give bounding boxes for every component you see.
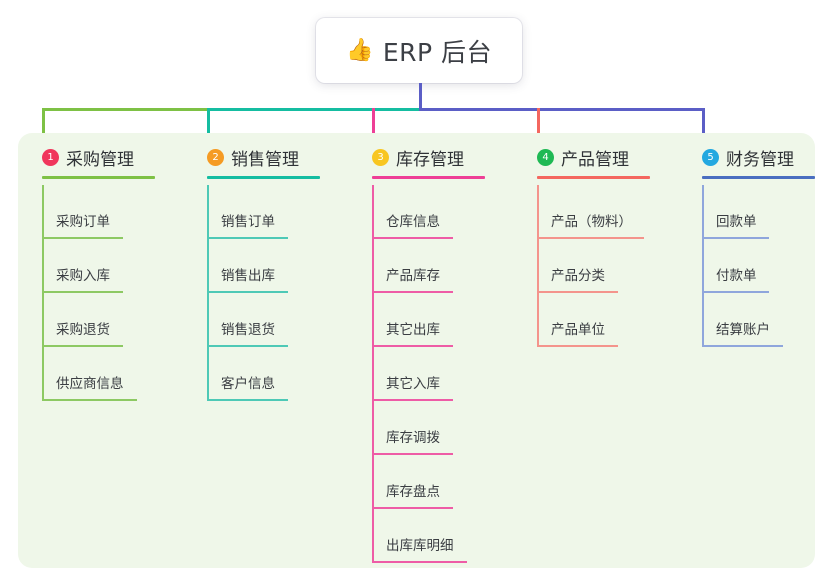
list-item-label: 其它出库 bbox=[386, 322, 440, 338]
root-title-group: 👍 ERP 后台 bbox=[346, 33, 492, 69]
branch-title: 采购管理 bbox=[66, 149, 134, 170]
list-item-label: 采购退货 bbox=[56, 322, 110, 338]
branch-column-产品管理: 4 产品管理产品（物料） 产品分类产品单位 bbox=[537, 145, 650, 347]
root-node-card[interactable]: 👍 ERP 后台 bbox=[316, 18, 522, 83]
branch-number-badge: 3 bbox=[372, 148, 389, 166]
branch-column-财务管理: 5 财务管理回款单付款单结算账户 bbox=[702, 145, 815, 347]
branch-spine bbox=[207, 185, 209, 401]
list-item-rule bbox=[702, 345, 783, 347]
list-item-label: 结算账户 bbox=[716, 322, 770, 338]
branch-header-2[interactable]: 2 销售管理 bbox=[207, 145, 299, 170]
list-item-label: 回款单 bbox=[716, 214, 757, 230]
branch-header-rule bbox=[42, 176, 155, 179]
branch-header-rule bbox=[207, 176, 320, 179]
branch-number-badge: 2 bbox=[207, 148, 224, 166]
list-item-label: 客户信息 bbox=[221, 376, 275, 392]
bus-segment-green bbox=[42, 108, 210, 111]
list-item-rule bbox=[42, 345, 123, 347]
list-item-label: 产品分类 bbox=[551, 268, 605, 284]
list-item-label: 销售退货 bbox=[221, 322, 275, 338]
list-item-label: 销售出库 bbox=[221, 268, 275, 284]
drop-line-2 bbox=[207, 108, 210, 141]
list-item-label: 销售订单 bbox=[221, 214, 275, 230]
drop-line-5 bbox=[702, 108, 705, 141]
branch-number-badge: 4 bbox=[537, 148, 554, 166]
drop-line-3 bbox=[372, 108, 375, 141]
list-item-rule bbox=[702, 237, 769, 239]
list-item-rule bbox=[42, 399, 137, 401]
branch-number-badge: 1 bbox=[42, 148, 59, 166]
page-title: ERP 后台 bbox=[382, 37, 493, 67]
branch-column-采购管理: 1 采购管理采购订单采购入库采购退货供应商信息 bbox=[42, 145, 155, 401]
list-item-label: 产品（物料） bbox=[551, 214, 632, 230]
branch-header-3[interactable]: 3 库存管理 bbox=[372, 145, 464, 170]
list-item-rule bbox=[702, 291, 769, 293]
branch-spine bbox=[537, 185, 539, 347]
list-item-rule bbox=[207, 291, 288, 293]
list-item-label: 产品库存 bbox=[386, 268, 440, 284]
list-item-rule bbox=[372, 291, 453, 293]
drop-line-1 bbox=[42, 108, 45, 141]
list-item-rule bbox=[372, 345, 453, 347]
branch-column-销售管理: 2 销售管理销售订单销售出库销售退货客户信息 bbox=[207, 145, 320, 401]
list-item-rule bbox=[372, 507, 453, 509]
list-item-rule bbox=[372, 453, 453, 455]
list-item-rule bbox=[537, 291, 618, 293]
drop-line-4 bbox=[537, 108, 540, 141]
list-item-rule bbox=[372, 399, 453, 401]
trunk-line bbox=[419, 83, 422, 111]
list-item-rule bbox=[372, 561, 467, 563]
list-item-rule bbox=[207, 399, 288, 401]
branch-header-4[interactable]: 4 产品管理 bbox=[537, 145, 629, 170]
list-item-label: 产品单位 bbox=[551, 322, 605, 338]
branch-column-库存管理: 3 库存管理仓库信息产品库存其它出库其它入库库存调拨库存盘点出库库明细 bbox=[372, 145, 485, 563]
list-item-rule bbox=[372, 237, 453, 239]
list-item-label: 出库库明细 bbox=[386, 538, 454, 554]
bus-segment-teal bbox=[207, 108, 422, 111]
branch-header-1[interactable]: 1 采购管理 bbox=[42, 145, 134, 170]
list-item-rule bbox=[537, 345, 618, 347]
branch-title: 财务管理 bbox=[726, 149, 794, 170]
branches-panel bbox=[18, 133, 815, 568]
branch-header-rule bbox=[537, 176, 650, 179]
list-item-rule bbox=[207, 345, 288, 347]
list-item-rule bbox=[207, 237, 288, 239]
list-item-label: 采购入库 bbox=[56, 268, 110, 284]
branch-header-rule bbox=[702, 176, 815, 179]
thumbs-up-emoji: 👍 bbox=[345, 37, 374, 63]
branch-number-badge: 5 bbox=[702, 148, 719, 166]
list-item-label: 供应商信息 bbox=[56, 376, 124, 392]
branch-header-5[interactable]: 5 财务管理 bbox=[702, 145, 794, 170]
branch-spine bbox=[702, 185, 704, 347]
list-item-rule bbox=[537, 237, 644, 239]
list-item-label: 采购订单 bbox=[56, 214, 110, 230]
list-item-label: 仓库信息 bbox=[386, 214, 440, 230]
list-item-rule bbox=[42, 237, 123, 239]
branch-spine bbox=[42, 185, 44, 401]
list-item-label: 其它入库 bbox=[386, 376, 440, 392]
branch-title: 产品管理 bbox=[561, 149, 629, 170]
list-item-label: 库存调拨 bbox=[386, 430, 440, 446]
list-item-label: 库存盘点 bbox=[386, 484, 440, 500]
list-item-label: 付款单 bbox=[716, 268, 757, 284]
branch-header-rule bbox=[372, 176, 485, 179]
bus-segment-indigo bbox=[419, 108, 705, 111]
branch-title: 销售管理 bbox=[231, 149, 299, 170]
branch-spine bbox=[372, 185, 374, 563]
list-item-rule bbox=[42, 291, 123, 293]
branch-title: 库存管理 bbox=[396, 149, 464, 170]
